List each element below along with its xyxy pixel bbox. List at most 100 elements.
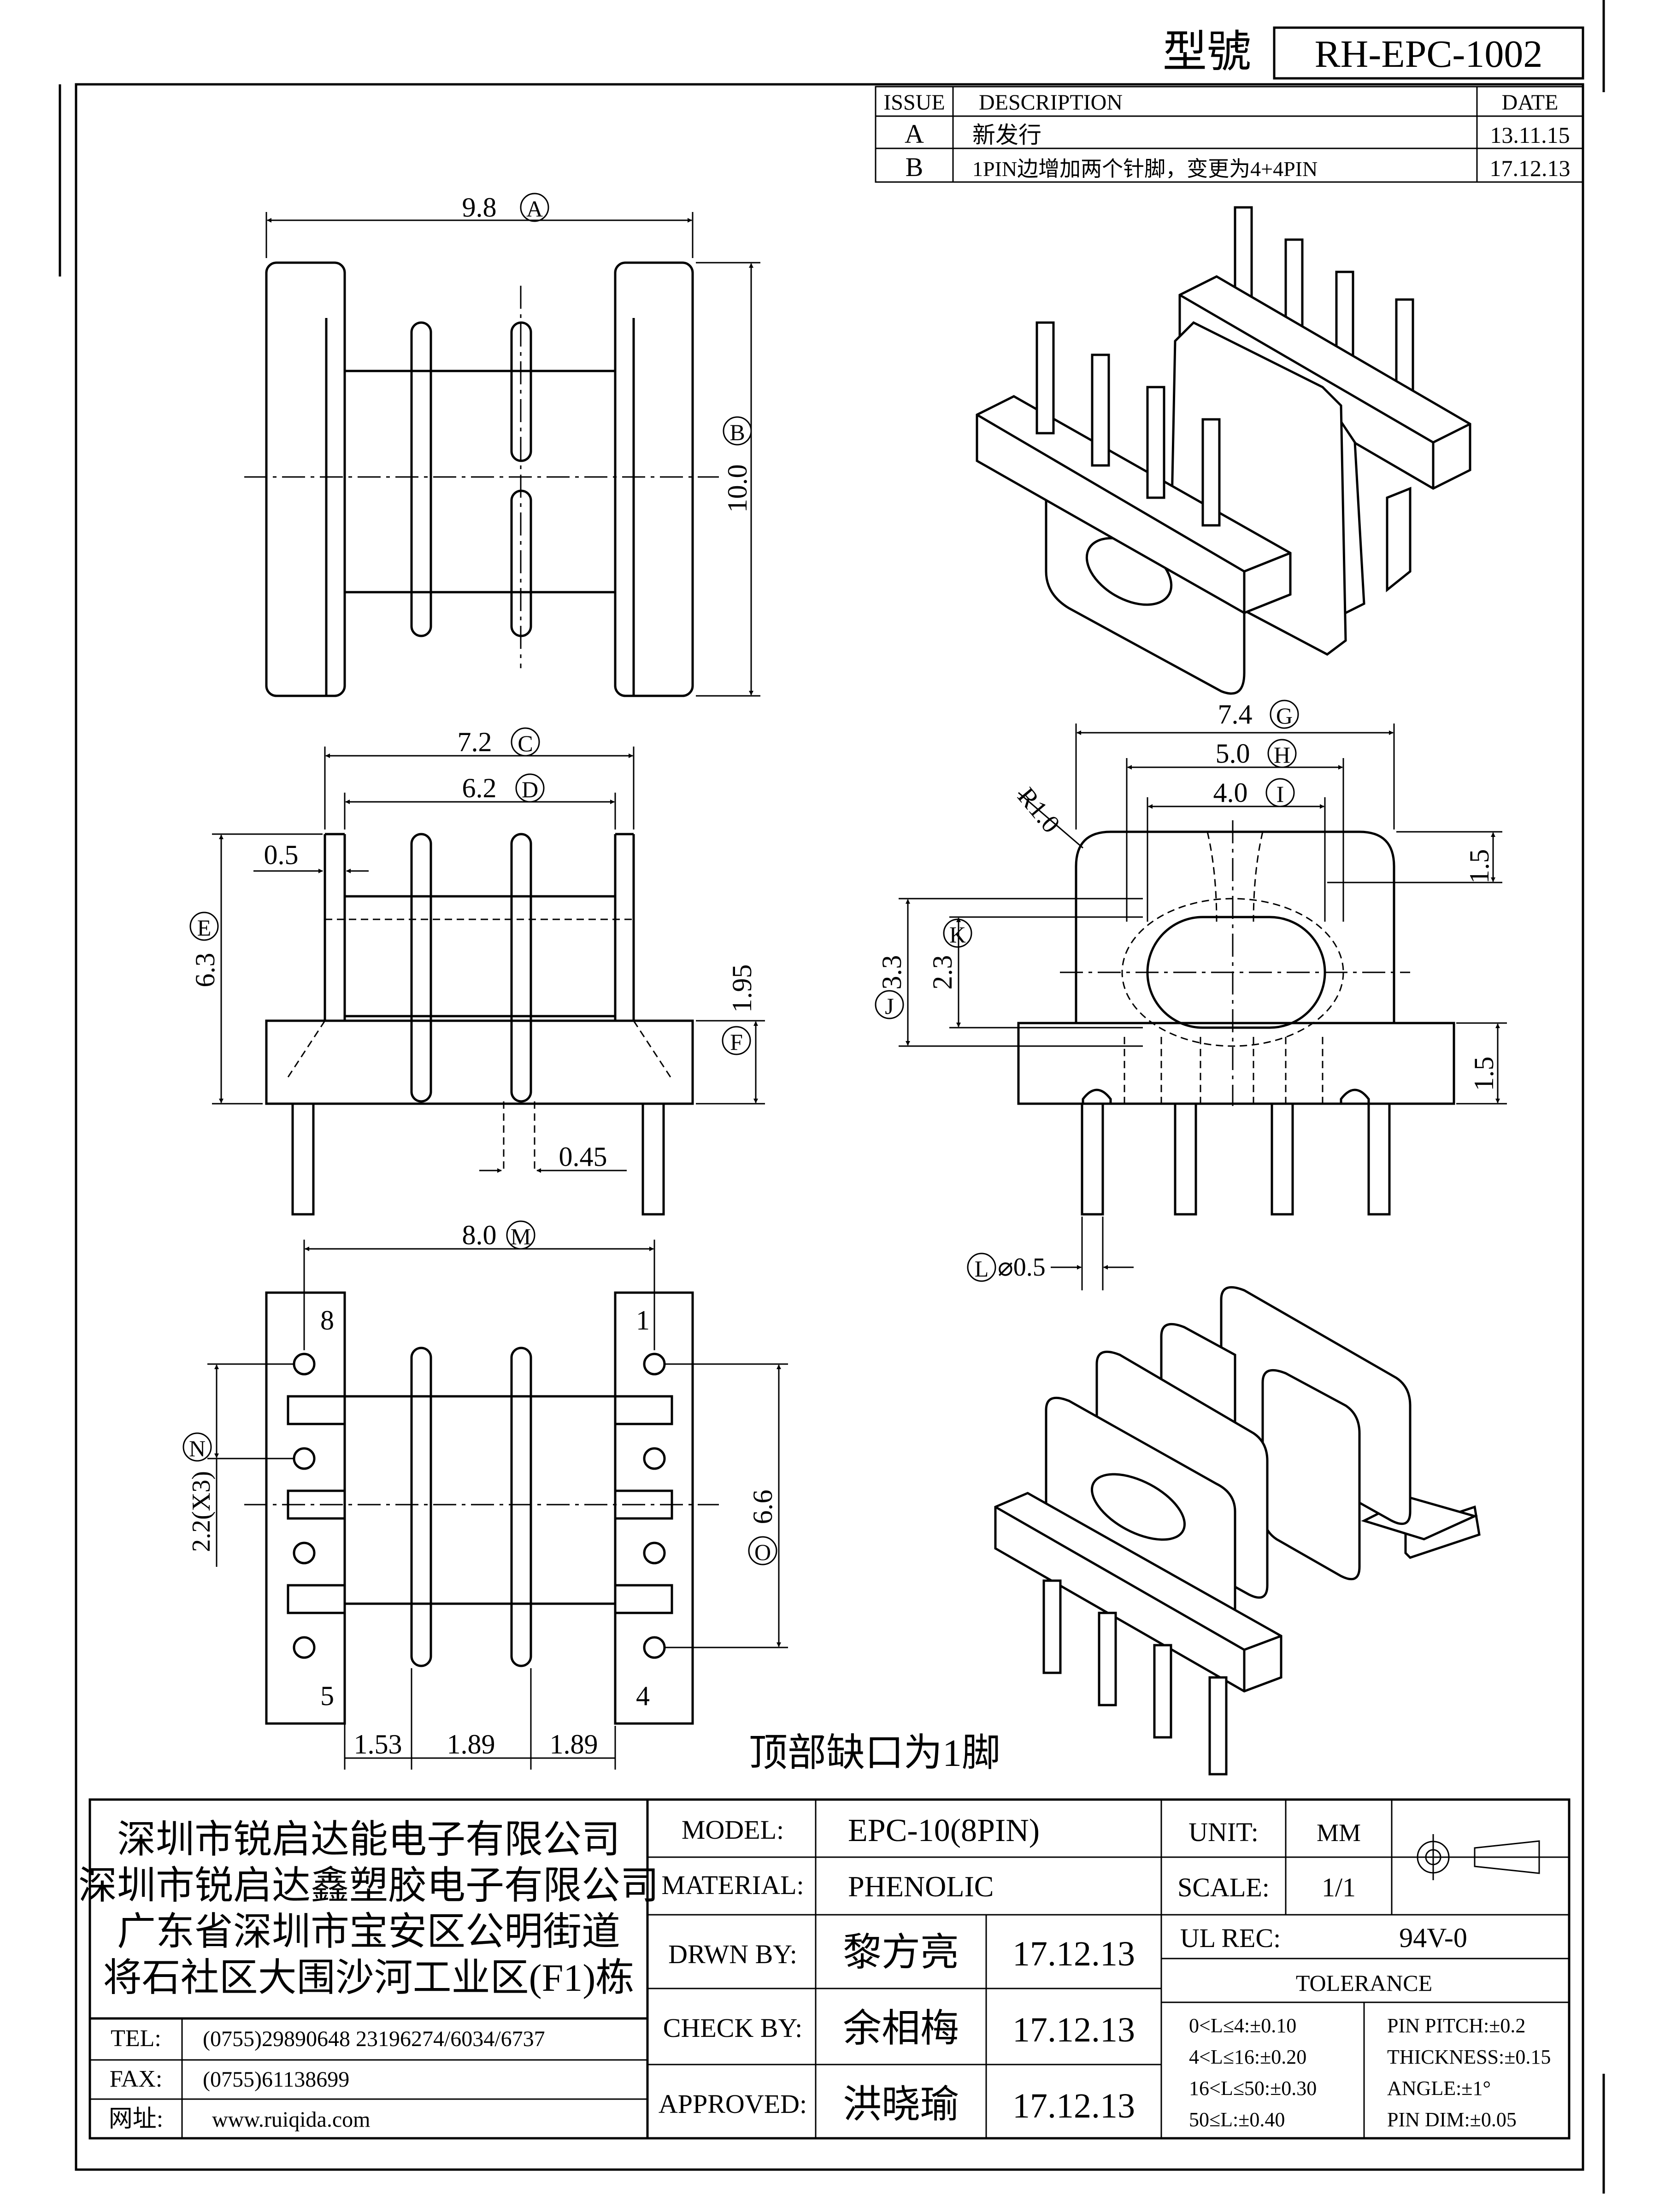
rev-header-description: DESCRIPTION xyxy=(979,90,1123,115)
drawn-date: 17.12.13 xyxy=(1012,1935,1135,1973)
tol-left-3: 16<L≤50:±0.30 xyxy=(1189,2077,1317,2100)
company-info: 深圳市锐启达能电子有限公司 深圳市锐启达鑫塑胶电子有限公司 广东省深圳市宝安区公… xyxy=(78,1818,659,2132)
dim-B-letter: B xyxy=(729,419,745,445)
pin1-note: 顶部缺口为1脚 xyxy=(749,1732,1000,1775)
dim-bottom-spacing-1: 1.53 xyxy=(354,1729,402,1759)
approved-label: APPROVED: xyxy=(659,2089,807,2119)
dim-O-letter: O xyxy=(754,1539,771,1565)
pin-label-8: 8 xyxy=(320,1305,334,1335)
tol-right-1: PIN PITCH:±0.2 xyxy=(1387,2014,1525,2037)
dim-E-letter: E xyxy=(197,915,212,941)
dim-D-letter: D xyxy=(522,777,538,802)
tol-left-1: 0<L≤4:±0.10 xyxy=(1189,2014,1296,2037)
dim-N-value: 2.2(X3) xyxy=(187,1471,216,1552)
dim-F-value: 1.95 xyxy=(727,965,757,1013)
dim-B-value: 10.0 xyxy=(722,465,753,513)
approved-date: 17.12.13 xyxy=(1012,2087,1135,2125)
side-view xyxy=(265,833,694,1216)
dim-G-letter: G xyxy=(1276,703,1293,729)
scale-value: 1/1 xyxy=(1322,1872,1356,1902)
revision-table: ISSUE DESCRIPTION DATE A 新发行 13.11.15 B … xyxy=(875,86,1584,183)
unit-label: UNIT: xyxy=(1188,1817,1259,1847)
model-value: EPC-10(8PIN) xyxy=(848,1813,1040,1848)
top-view xyxy=(244,261,719,697)
model-header-label: 型號 xyxy=(1163,27,1251,76)
dim-O: 6.6 O xyxy=(664,1363,788,1648)
rev-row-a-date: 13.11.15 xyxy=(1490,122,1570,148)
tel-value: (0755)29890648 23196274/6034/6737 xyxy=(203,2027,545,2051)
ul-label: UL REC: xyxy=(1180,1923,1281,1953)
company-line-1: 深圳市锐启达能电子有限公司 xyxy=(117,1818,620,1861)
dim-L-letter: L xyxy=(975,1256,989,1282)
dim-base-height-value: 1.5 xyxy=(1469,1057,1499,1091)
dim-base-height: 1.5 xyxy=(1456,1022,1507,1105)
model-label: MODEL: xyxy=(682,1815,784,1845)
scale-label: SCALE: xyxy=(1177,1872,1270,1902)
dim-radius: R1.0 xyxy=(1012,782,1083,849)
dim-top-gap: 1.5 xyxy=(1327,831,1502,884)
dim-K-value: 2.3 xyxy=(927,955,958,990)
dim-E: 6.3 E xyxy=(189,833,323,1105)
dim-N: 2.2(X3) N xyxy=(182,1363,295,1567)
fax-value: (0755)61138699 xyxy=(203,2067,349,2092)
rev-row-b-issue: B xyxy=(906,152,924,182)
dim-bottom-spacing-3: 1.89 xyxy=(550,1729,598,1759)
front-view xyxy=(1017,820,1455,1216)
check-label: CHECK BY: xyxy=(663,2013,802,2043)
unit-value: MM xyxy=(1317,1819,1361,1847)
pin-label-1: 1 xyxy=(636,1305,650,1335)
rev-row-a-issue: A xyxy=(905,119,924,149)
dim-bottom-spacing: 1.53 1.89 1.89 xyxy=(344,1668,616,1770)
title-fields: MODEL: EPC-10(8PIN) MATERIAL: PHENOLIC D… xyxy=(659,1813,1551,2131)
dim-top-gap-value: 1.5 xyxy=(1464,849,1494,884)
dim-C: 7.2 C xyxy=(324,727,635,830)
pin-label-5: 5 xyxy=(320,1681,334,1711)
dim-I: 4.0 I xyxy=(1147,777,1326,922)
dim-H-letter: H xyxy=(1274,742,1290,768)
dim-flange-value: 0.5 xyxy=(264,840,299,870)
company-line-3: 广东省深圳市宝安区公明街道 xyxy=(117,1911,620,1953)
dim-O-value: 6.6 xyxy=(747,1490,778,1524)
tol-right-2: THICKNESS:±0.15 xyxy=(1387,2046,1551,2068)
dim-N-letter: N xyxy=(189,1435,206,1461)
dim-J-value: 3.3 xyxy=(877,955,907,990)
dim-J-letter: J xyxy=(885,993,894,1019)
ul-value: 94V-0 xyxy=(1399,1923,1467,1953)
dim-I-letter: I xyxy=(1277,781,1284,807)
company-line-2: 深圳市锐启达鑫塑胶电子有限公司 xyxy=(78,1865,659,1907)
drawing-frame xyxy=(59,0,1605,2194)
dim-H: 5.0 H xyxy=(1126,738,1344,922)
tol-left-2: 4<L≤16:±0.20 xyxy=(1189,2046,1306,2068)
bottom-view: 8 1 5 4 xyxy=(244,1291,719,1725)
iso-view-top xyxy=(976,206,1471,695)
drawn-label: DRWN BY: xyxy=(668,1939,797,1969)
dim-J: 3.3 J xyxy=(875,898,1143,1047)
dim-K-letter: K xyxy=(949,922,966,947)
rev-header-issue: ISSUE xyxy=(883,90,945,115)
dim-C-letter: C xyxy=(518,730,533,756)
tol-right-3: ANGLE:±1° xyxy=(1387,2077,1491,2100)
title-block xyxy=(88,1798,1571,2140)
approved-name: 洪晓瑜 xyxy=(843,2083,959,2126)
web-value: www.ruiqida.com xyxy=(212,2107,370,2132)
check-date: 17.12.13 xyxy=(1012,2011,1135,2049)
dim-radius-value: R1.0 xyxy=(1012,782,1066,838)
dim-L: L ⌀0.5 xyxy=(967,1217,1134,1290)
dim-G-value: 7.4 xyxy=(1218,699,1253,729)
dim-B: 10.0 B xyxy=(696,262,760,697)
fax-label: FAX: xyxy=(110,2066,163,2092)
dim-D-value: 6.2 xyxy=(462,773,497,803)
dim-M: 8.0 M xyxy=(303,1220,655,1350)
material-label: MATERIAL: xyxy=(661,1870,804,1900)
dim-L-value: ⌀0.5 xyxy=(998,1253,1046,1282)
dim-F: 1.95 F xyxy=(696,965,765,1105)
drawn-name: 黎方亮 xyxy=(843,1931,959,1974)
dim-D: 6.2 D xyxy=(344,773,616,830)
dim-I-value: 4.0 xyxy=(1213,777,1248,808)
tolerance-label: TOLERANCE xyxy=(1296,1970,1432,1996)
rev-row-b-description: 1PIN边增加两个针脚，变更为4+4PIN xyxy=(972,157,1318,181)
pin-label-4: 4 xyxy=(636,1681,650,1711)
dim-pin-width: 0.45 xyxy=(479,1141,627,1173)
check-name: 余相梅 xyxy=(843,2007,959,2050)
